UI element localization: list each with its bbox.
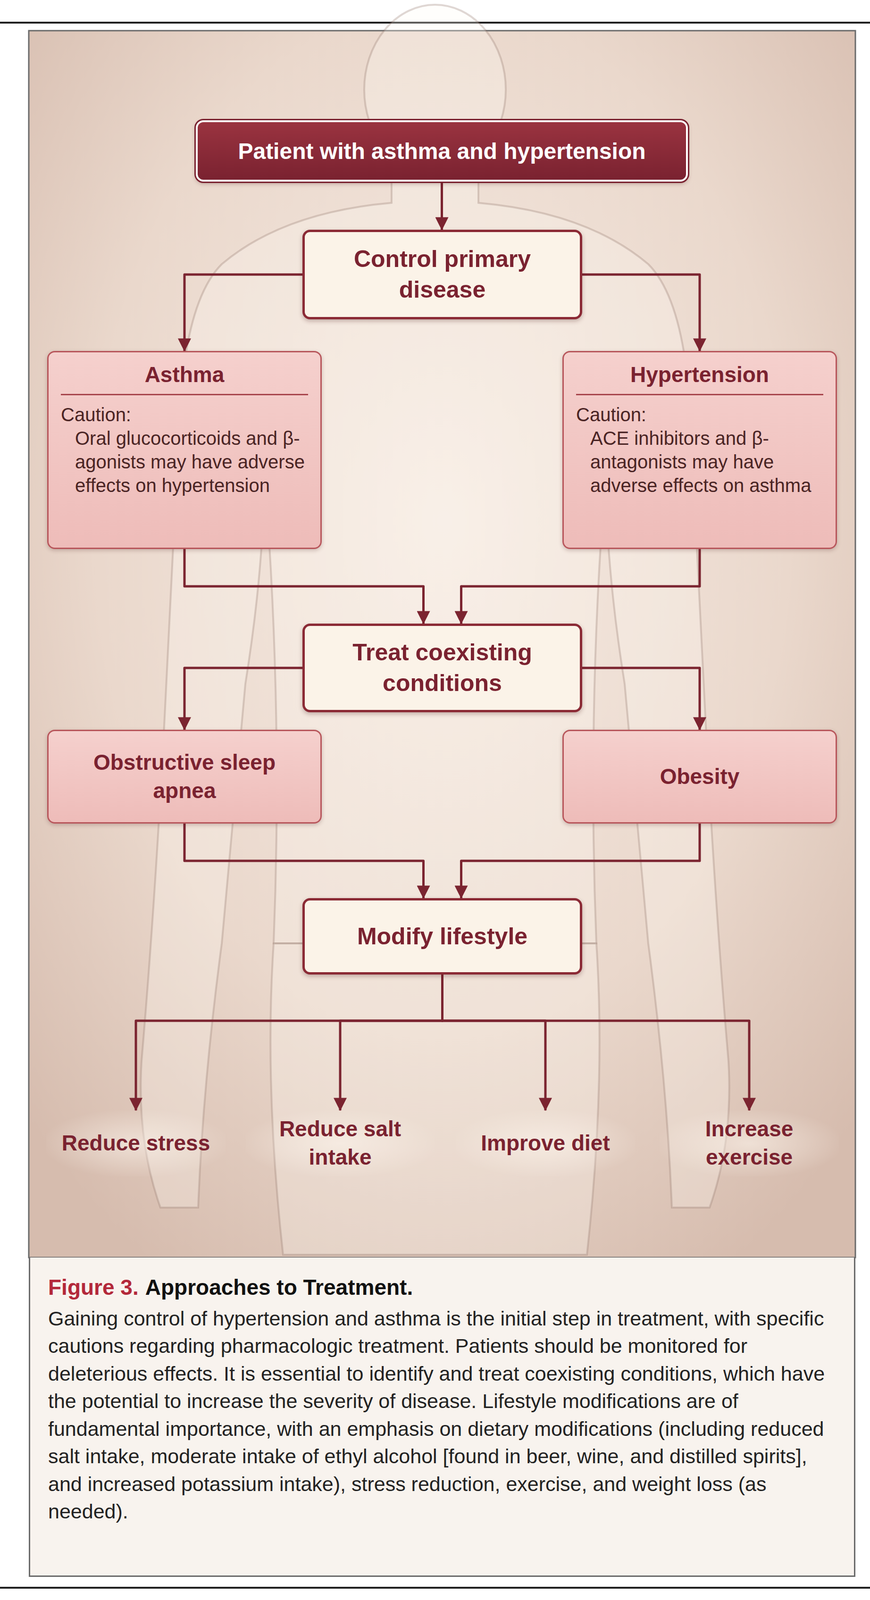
flow-arrow: [184, 668, 303, 730]
caption-panel: Figure 3.Approaches to Treatment. Gainin…: [28, 1257, 856, 1578]
body-silhouette: [140, 4, 729, 1255]
flow-arrow: [440, 181, 444, 230]
node-heading: Hypertension: [576, 361, 824, 396]
flow-arrow: [442, 974, 546, 1111]
flow-arrow: [442, 974, 750, 1111]
caution-label: Caution:: [576, 402, 824, 427]
node-heading: Increase exercise: [659, 1115, 839, 1172]
caution-text: ACE inhibitors and β-antagonists may hav…: [576, 426, 824, 498]
condition-box: Obesity: [562, 729, 837, 824]
node-heading: Modify lifestyle: [357, 921, 528, 953]
caption-heading: Figure 3.Approaches to Treatment.: [48, 1274, 837, 1301]
step-box: Treat coexisting conditions: [302, 623, 583, 713]
condition-box: AsthmaCaution:Oral glucocorticoids and β…: [47, 351, 322, 550]
node-heading: Obstructive sleep apnea: [60, 748, 309, 806]
flow-arrow: [135, 974, 443, 1111]
step-box: Control primary disease: [302, 229, 583, 320]
lifestyle-item: Improve diet: [455, 1110, 636, 1177]
bottom-rule: [0, 1587, 870, 1590]
flow-arrow: [340, 974, 443, 1111]
figure-panel: [28, 30, 856, 1258]
lifestyle-item: Increase exercise: [659, 1110, 839, 1177]
caution-text: Oral glucocorticoids and β-agonists may …: [60, 426, 309, 498]
node-heading: Asthma: [60, 361, 309, 396]
flow-arrow: [582, 668, 700, 730]
flow-arrow: [461, 549, 701, 624]
caution-label: Caution:: [60, 402, 309, 427]
step-box: Modify lifestyle: [302, 898, 583, 975]
figure-title: Approaches to Treatment.: [145, 1275, 413, 1300]
node-heading: Control primary disease: [318, 243, 566, 306]
flow-arrow: [184, 549, 424, 624]
condition-box: Obstructive sleep apnea: [47, 729, 322, 824]
node-heading: Reduce salt intake: [245, 1115, 435, 1172]
figure-label: Figure 3.: [48, 1275, 139, 1300]
node-heading: Improve diet: [480, 1129, 611, 1158]
node-heading: Obesity: [660, 762, 740, 792]
node-heading: Treat coexisting conditions: [318, 637, 566, 699]
flow-arrow: [184, 823, 424, 899]
lifestyle-item: Reduce stress: [46, 1110, 226, 1177]
caption-text: Gaining control of hypertension and asth…: [48, 1305, 837, 1526]
lifestyle-item: Reduce salt intake: [245, 1110, 435, 1177]
condition-box: HypertensionCaution:ACE inhibitors and β…: [562, 351, 837, 550]
start-box: Patient with asthma and hypertension: [195, 120, 688, 182]
node-heading: Patient with asthma and hypertension: [237, 138, 646, 165]
flow-arrow: [461, 823, 701, 899]
flow-arrow: [184, 274, 303, 352]
flow-arrow: [582, 274, 700, 352]
node-heading: Reduce stress: [61, 1129, 211, 1158]
